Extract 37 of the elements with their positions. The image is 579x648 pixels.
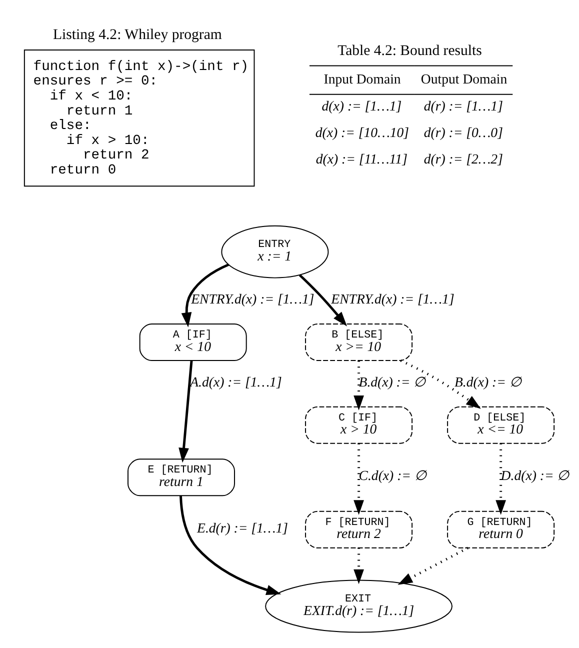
arrow [354,360,364,410]
edge-label: D.d(x) := ∅ [500,468,570,483]
label: d(x) := [10…10] [315,124,410,140]
arrow [178,360,193,462]
label: d(x) := [11…11] [316,151,408,166]
node-box: A [IF] x < 10 [139,323,247,360]
node-box: B [ELSE] x >= 10 [305,323,413,360]
edge-label: B.d(x) := ∅ [358,374,426,389]
edge-label: E.d(r) := [1…1] [197,520,288,535]
arrow [181,262,230,327]
label: d(x) := [1…1] [322,98,402,113]
edge-label: A.d(x) := [1…1] [190,374,282,389]
arrow [398,546,468,584]
node-box: D [ELSE] x <= 10 [447,406,555,444]
arrow [298,274,348,326]
label: Output Domain [420,71,508,86]
label: d(r) := [2…2] [424,151,503,166]
edge-label: B.d(x) := ∅ [454,374,522,389]
node-ellipse: ENTRY x := 1 [221,224,329,278]
label: Table 4.2: Bound results [338,42,482,58]
arrow [496,443,506,514]
node-box: function f(int x)->(int r) ensures r >= 0: if x < 10: return 1 else: if x > 10: return 2 return 0 [24,49,255,186]
arrow [400,359,481,408]
node-box: C [IF] x > 10 [305,406,413,444]
label: Input Domain [324,71,401,86]
node-label: Listing 4.2: Whiley program [53,26,222,43]
arrow [354,547,364,584]
label: d(r) := [0…0] [424,124,503,140]
edge-label: ENTRY.d(x) := [1…1] [331,290,454,306]
node-box: F [RETURN] return 2 [305,510,413,548]
arrow [354,443,364,514]
node-box: E [RETURN] return 1 [128,458,235,496]
label: d(r) := [1…1] [424,98,503,113]
edge-label: ENTRY.d(x) := [1…1] [191,290,314,306]
edge-label: C.d(x) := ∅ [358,468,426,483]
arrow [180,495,282,594]
node-box: G [RETURN] return 0 [447,510,555,548]
